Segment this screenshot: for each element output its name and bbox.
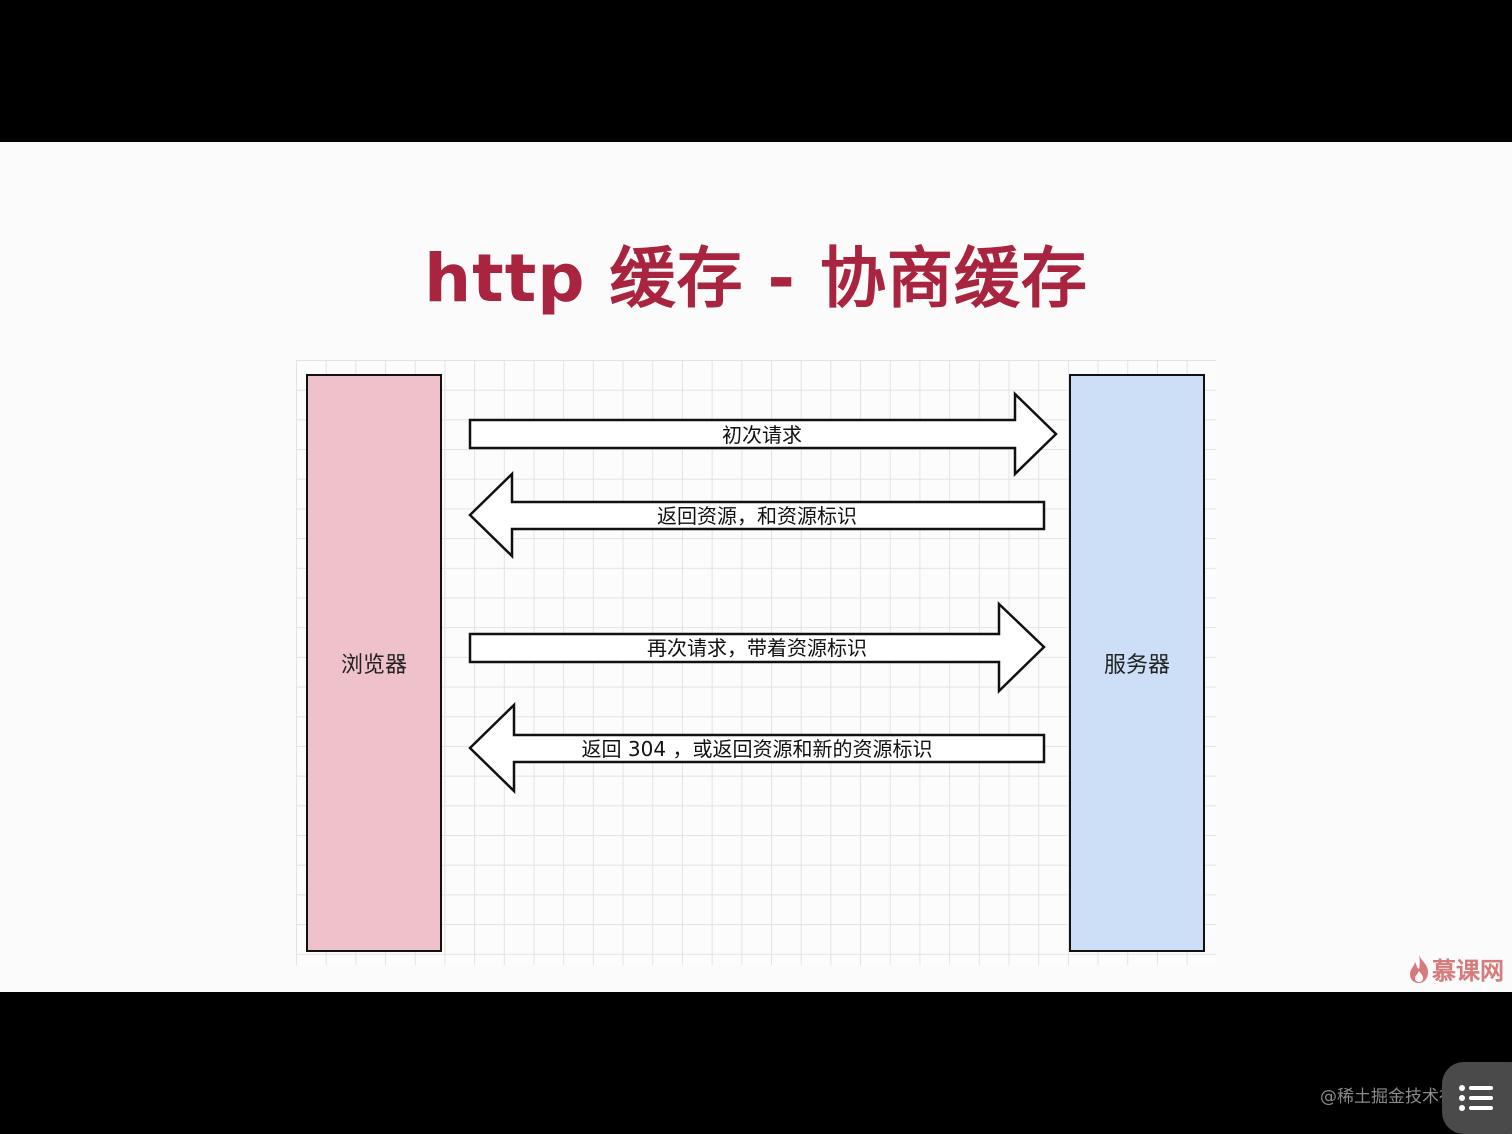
logo-text: 慕课网 xyxy=(1432,957,1504,985)
server-box: 服务器 xyxy=(1069,374,1205,952)
imooc-logo: 慕课网 xyxy=(1408,951,1504,986)
menu-button[interactable] xyxy=(1442,1062,1512,1134)
flame-icon xyxy=(1410,954,1429,983)
arrow-label-3: 再次请求，带着资源标识 xyxy=(647,636,867,660)
list-menu-icon xyxy=(1459,1085,1493,1111)
arrow-left-1 xyxy=(468,471,1046,559)
arrow-label-2: 返回资源，和资源标识 xyxy=(657,504,857,528)
browser-box: 浏览器 xyxy=(306,374,442,952)
arrows-layer xyxy=(468,391,1058,794)
arrow-label-1: 初次请求 xyxy=(722,423,802,447)
slide-title: http 缓存 - 协商缓存 xyxy=(424,240,1088,317)
arrow-left-2 xyxy=(468,702,1046,794)
slide: http 缓存 - 协商缓存 浏览器 服务器 初次请求 返回资源，和资源标识 再… xyxy=(0,142,1512,992)
arrow-right-2 xyxy=(468,601,1046,694)
arrow-right-1 xyxy=(468,391,1058,477)
browser-label: 浏览器 xyxy=(340,653,407,678)
watermark: @稀土掘金技术社区 xyxy=(1320,1087,1473,1107)
server-label: 服务器 xyxy=(1103,653,1170,678)
arrow-label-4: 返回 304 ，或返回资源和新的资源标识 xyxy=(581,737,933,761)
